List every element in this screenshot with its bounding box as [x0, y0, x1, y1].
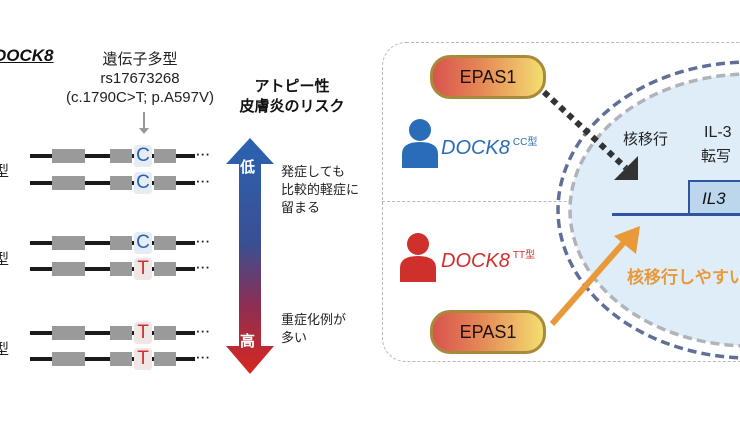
solid-arrow-icon	[549, 226, 640, 326]
genotype-label-cc: 型	[0, 162, 10, 180]
allele: C	[134, 172, 152, 194]
allele: C	[134, 145, 152, 167]
nucleus-icon	[556, 60, 740, 360]
chromosome-strand: ··· C	[30, 145, 210, 167]
epas1-protein-top: EPAS1	[430, 55, 546, 99]
snp-pointer-arrow-icon	[139, 112, 149, 134]
risk-high-label: 高	[240, 332, 256, 350]
chromosome-strand: ··· T	[30, 322, 210, 344]
allele: T	[134, 348, 152, 370]
snp-change: (c.1790C>T; p.A597V)	[65, 89, 214, 106]
epas1-protein-bottom: EPAS1	[430, 310, 546, 354]
person-icon-red	[400, 233, 436, 282]
genotype-sup: TT型	[512, 250, 536, 261]
il3-factor-label: IL-3	[704, 124, 732, 141]
easy-translocation-label: 核移行しやすい	[627, 268, 740, 288]
note-line: 多い	[281, 331, 308, 346]
risk-title: アトピー性 皮膚炎のリスク	[222, 76, 362, 116]
gene-name: DOCK8	[441, 137, 510, 159]
risk-low-label: 低	[240, 158, 256, 176]
person-icon-blue	[402, 119, 438, 168]
note-line: 重症化例が	[281, 313, 347, 328]
gene-title: DOCK8	[0, 46, 54, 65]
allele: T	[134, 258, 152, 280]
chromosome-strand: ··· C	[30, 172, 210, 194]
gene-name: DOCK8	[441, 250, 510, 272]
high-risk-note: 重症化例が 多い	[281, 312, 346, 348]
panel-divider	[382, 201, 602, 202]
dna-baseline	[612, 213, 740, 216]
translocation-label: 核移行	[623, 130, 669, 148]
note-line: 留まる	[281, 201, 321, 216]
genotype-sup: CC型	[512, 137, 538, 148]
note-line: 発症しても	[281, 165, 345, 180]
dotted-arrow-icon	[541, 89, 638, 180]
note-line: 比較的軽症に	[281, 183, 360, 198]
risk-title-line1: アトピー性	[254, 77, 330, 95]
genotype-label-ct: 型	[0, 250, 10, 268]
allele: T	[134, 322, 152, 344]
snp-id: rs17673268	[100, 70, 180, 87]
risk-gradient-arrow-icon	[226, 138, 274, 374]
chromosome-strand: ··· T	[30, 258, 210, 280]
genotype-label-tt: 型	[0, 340, 10, 358]
mechanism-panel	[382, 42, 740, 362]
transcription-label: 転写	[701, 147, 732, 165]
chromosome-strand: ··· C	[30, 232, 210, 254]
snp-info: 遺伝子多型 rs17673268 (c.1790C>T; p.A597V)	[60, 50, 220, 107]
allele: C	[134, 232, 152, 254]
snp-heading: 遺伝子多型	[102, 51, 178, 68]
il3-gene-box: IL3	[688, 180, 740, 216]
low-risk-note: 発症しても 比較的軽症に 留まる	[281, 164, 359, 218]
risk-title-line2: 皮膚炎のリスク	[239, 97, 345, 115]
chromosome-strand: ··· T	[30, 348, 210, 370]
